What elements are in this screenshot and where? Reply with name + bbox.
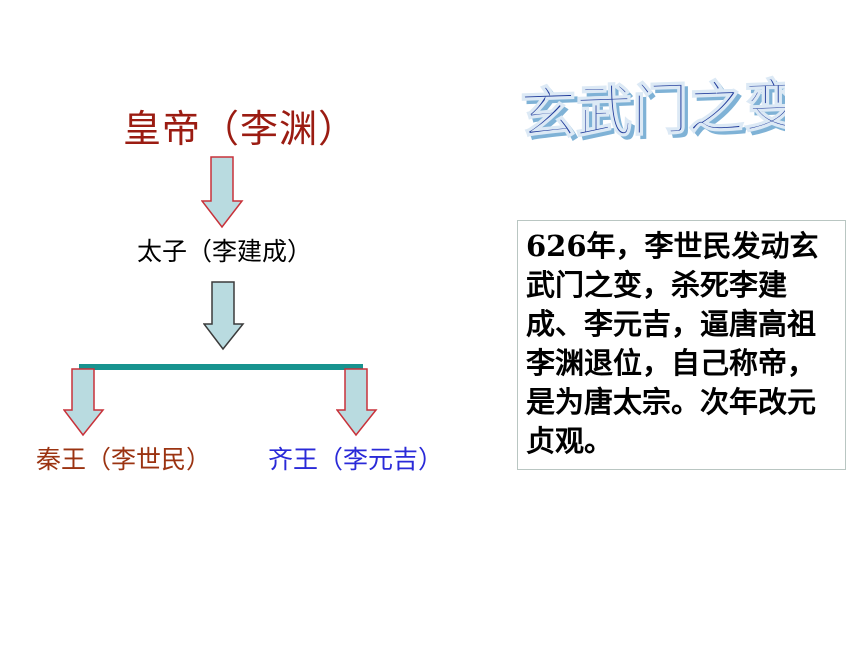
- description-text: 626年，李世民发动玄武门之变，杀死李建成、李元吉，逼唐高祖李渊退位，自己称帝，…: [526, 229, 819, 458]
- arrow-branch-to-qin: [63, 368, 105, 437]
- title-shadow: 玄武门之变: [524, 77, 785, 152]
- crown-prince-node: 太子（李建成）: [137, 237, 313, 266]
- emperor-node: 皇帝（李渊）: [123, 107, 358, 151]
- qin-wang-node: 秦王（李世民）: [36, 445, 212, 474]
- title-text: 玄武门之变: [520, 73, 785, 148]
- description-box: 626年，李世民发动玄武门之变，杀死李建成、李元吉，逼唐高祖李渊退位，自己称帝，…: [517, 220, 846, 470]
- arrow-branch-to-qi: [336, 368, 378, 437]
- qi-wang-node: 齐王（李元吉）: [268, 445, 444, 474]
- arrow-prince-to-branch: [203, 281, 245, 351]
- title-wordart: 玄武门之变 玄武门之变: [519, 72, 785, 152]
- branch-bar: [79, 364, 363, 370]
- arrow-emperor-to-prince: [201, 156, 244, 229]
